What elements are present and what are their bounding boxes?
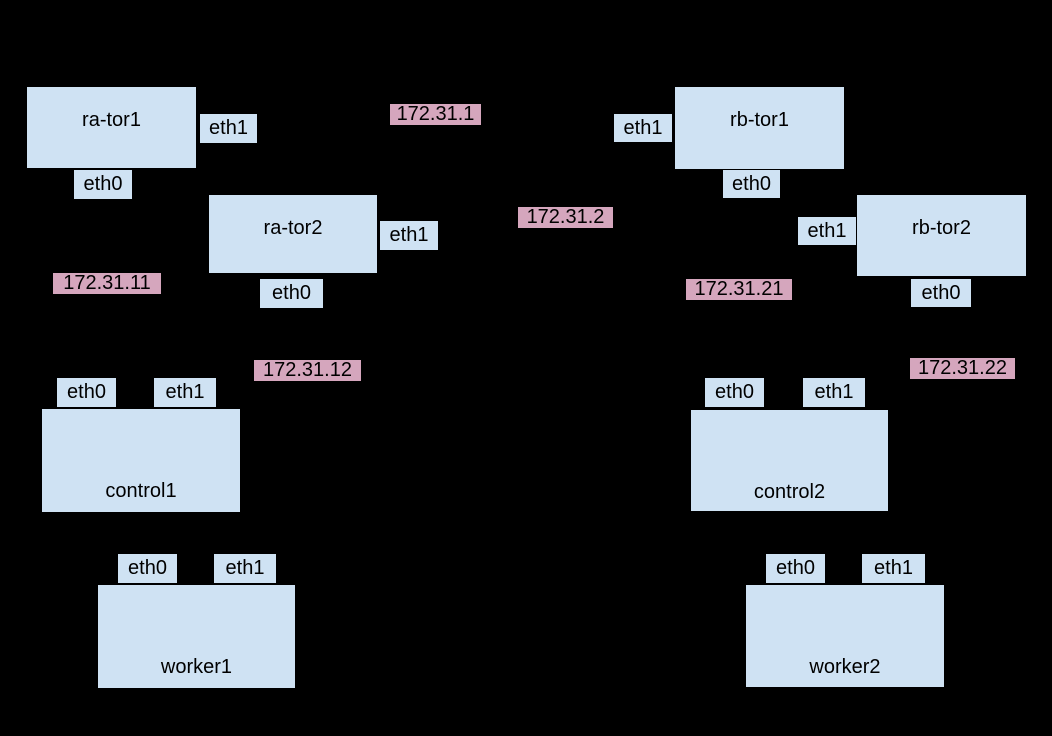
node-label-rb-tor2: rb-tor2 <box>912 217 971 239</box>
port-ra-tor2-eth1: eth1 <box>379 220 439 251</box>
port-ra-tor1-eth0: eth0 <box>73 169 133 200</box>
node-control1: control1 <box>41 408 241 513</box>
node-label-ra-tor2: ra-tor2 <box>263 217 323 239</box>
node-label-control2: control2 <box>753 481 826 503</box>
port-rb-tor1-eth0: eth0 <box>722 169 781 199</box>
port-worker1-eth0: eth0 <box>117 553 178 584</box>
ip-label-172-31-11: 172.31.11 <box>53 273 161 294</box>
node-ra-tor2: ra-tor2 <box>208 194 378 274</box>
node-ra-tor1: ra-tor1 <box>26 86 197 169</box>
node-label-ra-tor1: ra-tor1 <box>82 109 141 131</box>
node-worker2: worker2 <box>745 584 945 688</box>
port-control2-eth1: eth1 <box>802 377 866 408</box>
port-worker2-eth1: eth1 <box>861 553 926 584</box>
port-worker1-eth1: eth1 <box>213 553 277 584</box>
port-rb-tor2-eth1: eth1 <box>797 216 857 246</box>
node-label-rb-tor1: rb-tor1 <box>730 109 789 131</box>
node-label-worker1: worker1 <box>160 656 233 678</box>
ip-label-172-31-21: 172.31.21 <box>686 279 792 300</box>
node-label-worker2: worker2 <box>809 656 881 678</box>
node-label-control1: control1 <box>105 480 177 502</box>
ip-label-172-31-22: 172.31.22 <box>910 358 1015 379</box>
port-control2-eth0: eth0 <box>704 377 765 408</box>
port-rb-tor2-eth0: eth0 <box>910 278 972 308</box>
port-ra-tor2-eth0: eth0 <box>259 278 324 309</box>
port-control1-eth0: eth0 <box>56 377 117 408</box>
port-worker2-eth0: eth0 <box>765 553 826 584</box>
port-ra-tor1-eth1: eth1 <box>199 113 258 144</box>
port-control1-eth1: eth1 <box>153 377 217 408</box>
node-rb-tor1: rb-tor1 <box>674 86 845 170</box>
node-control2: control2 <box>690 409 889 512</box>
ip-label-172-31-12: 172.31.12 <box>254 360 361 381</box>
node-rb-tor2: rb-tor2 <box>856 194 1027 277</box>
port-rb-tor1-eth1: eth1 <box>613 113 673 143</box>
ip-label-172-31-1: 172.31.1 <box>390 104 481 125</box>
node-worker1: worker1 <box>97 584 296 689</box>
ip-label-172-31-2: 172.31.2 <box>518 207 613 228</box>
